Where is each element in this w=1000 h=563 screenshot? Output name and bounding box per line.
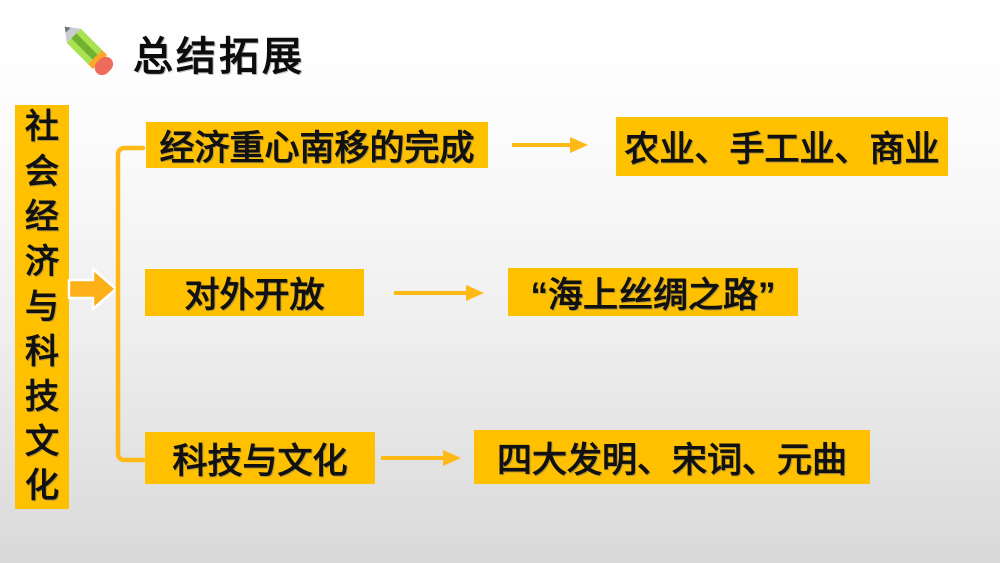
branch-detail-box: “海上丝绸之路”	[508, 268, 798, 316]
root-char: 与	[25, 287, 59, 326]
root-char: 文	[25, 422, 59, 461]
branch-topic-box: 对外开放	[145, 269, 364, 316]
branch-detail-box: 四大发明、宋词、元曲	[474, 430, 870, 484]
root-char: 科	[25, 332, 59, 371]
branch-bracket	[115, 145, 146, 463]
root-char: 社	[25, 108, 59, 147]
slide-title: 总结拓展	[133, 35, 305, 79]
root-block-arrow-icon	[67, 267, 118, 311]
root-char: 经	[25, 198, 59, 237]
right-arrow-icon	[381, 450, 461, 466]
root-char: 化	[25, 467, 59, 506]
branch-topic-box: 科技与文化	[145, 432, 375, 484]
root-char: 技	[25, 377, 59, 416]
root-char: 济	[25, 243, 59, 282]
branch-detail-box: 农业、手工业、商业	[616, 117, 948, 176]
right-arrow-icon	[512, 137, 588, 153]
root-topic-box: 社 会 经 济 与 科 技 文 化	[15, 105, 69, 509]
right-arrow-icon	[394, 285, 484, 301]
root-char: 会	[25, 153, 59, 192]
pencil-icon	[64, 26, 114, 76]
branch-topic-box: 经济重心南移的完成	[146, 122, 488, 168]
